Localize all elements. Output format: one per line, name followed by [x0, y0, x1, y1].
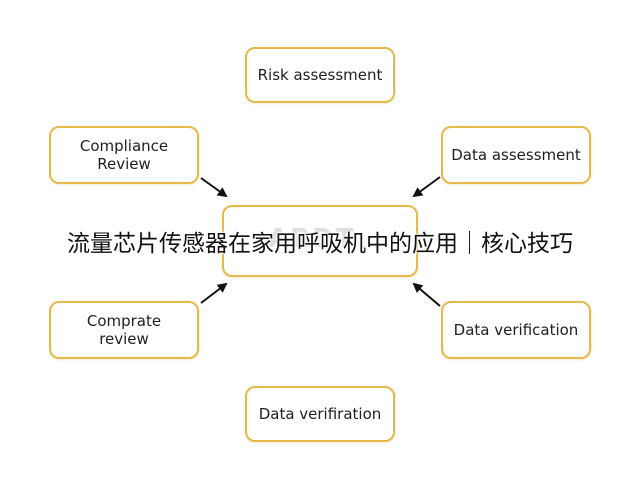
arrow-comprate-to-center — [200, 282, 228, 304]
node-comprate-review: Comprate review — [49, 301, 199, 359]
node-label-group: Compliance Review — [80, 137, 168, 173]
arrow-data-verification-to-center — [412, 282, 441, 307]
node-data-verifiration: Data verifiration — [245, 386, 395, 442]
watermark: ARDT — [268, 224, 356, 254]
node-label-line1: Compliance — [79, 137, 169, 155]
node-label-line1: Comprate — [86, 312, 162, 330]
overlay-title: 流量芯片传感器在家用呼吸机中的应用｜核心技巧 — [67, 231, 573, 257]
node-label: Risk assessment — [257, 66, 383, 84]
node-compliance-review: Compliance Review — [49, 126, 199, 184]
node-label-group: Comprate review — [87, 312, 161, 348]
node-label: Data verifiration — [258, 405, 382, 423]
node-label-line2: Review — [97, 155, 151, 173]
arrow-data-assessment-to-center — [412, 176, 441, 198]
node-data-verification: Data verification — [441, 301, 591, 359]
node-center — [222, 205, 418, 277]
arrow-compliance-to-center — [200, 177, 228, 198]
node-label: Data verification — [453, 321, 579, 339]
node-data-assessment: Data assessment — [441, 126, 591, 184]
node-label: Data assessment — [451, 146, 581, 164]
node-label-line2: review — [99, 330, 149, 348]
node-risk-assessment: Risk assessment — [245, 47, 395, 103]
